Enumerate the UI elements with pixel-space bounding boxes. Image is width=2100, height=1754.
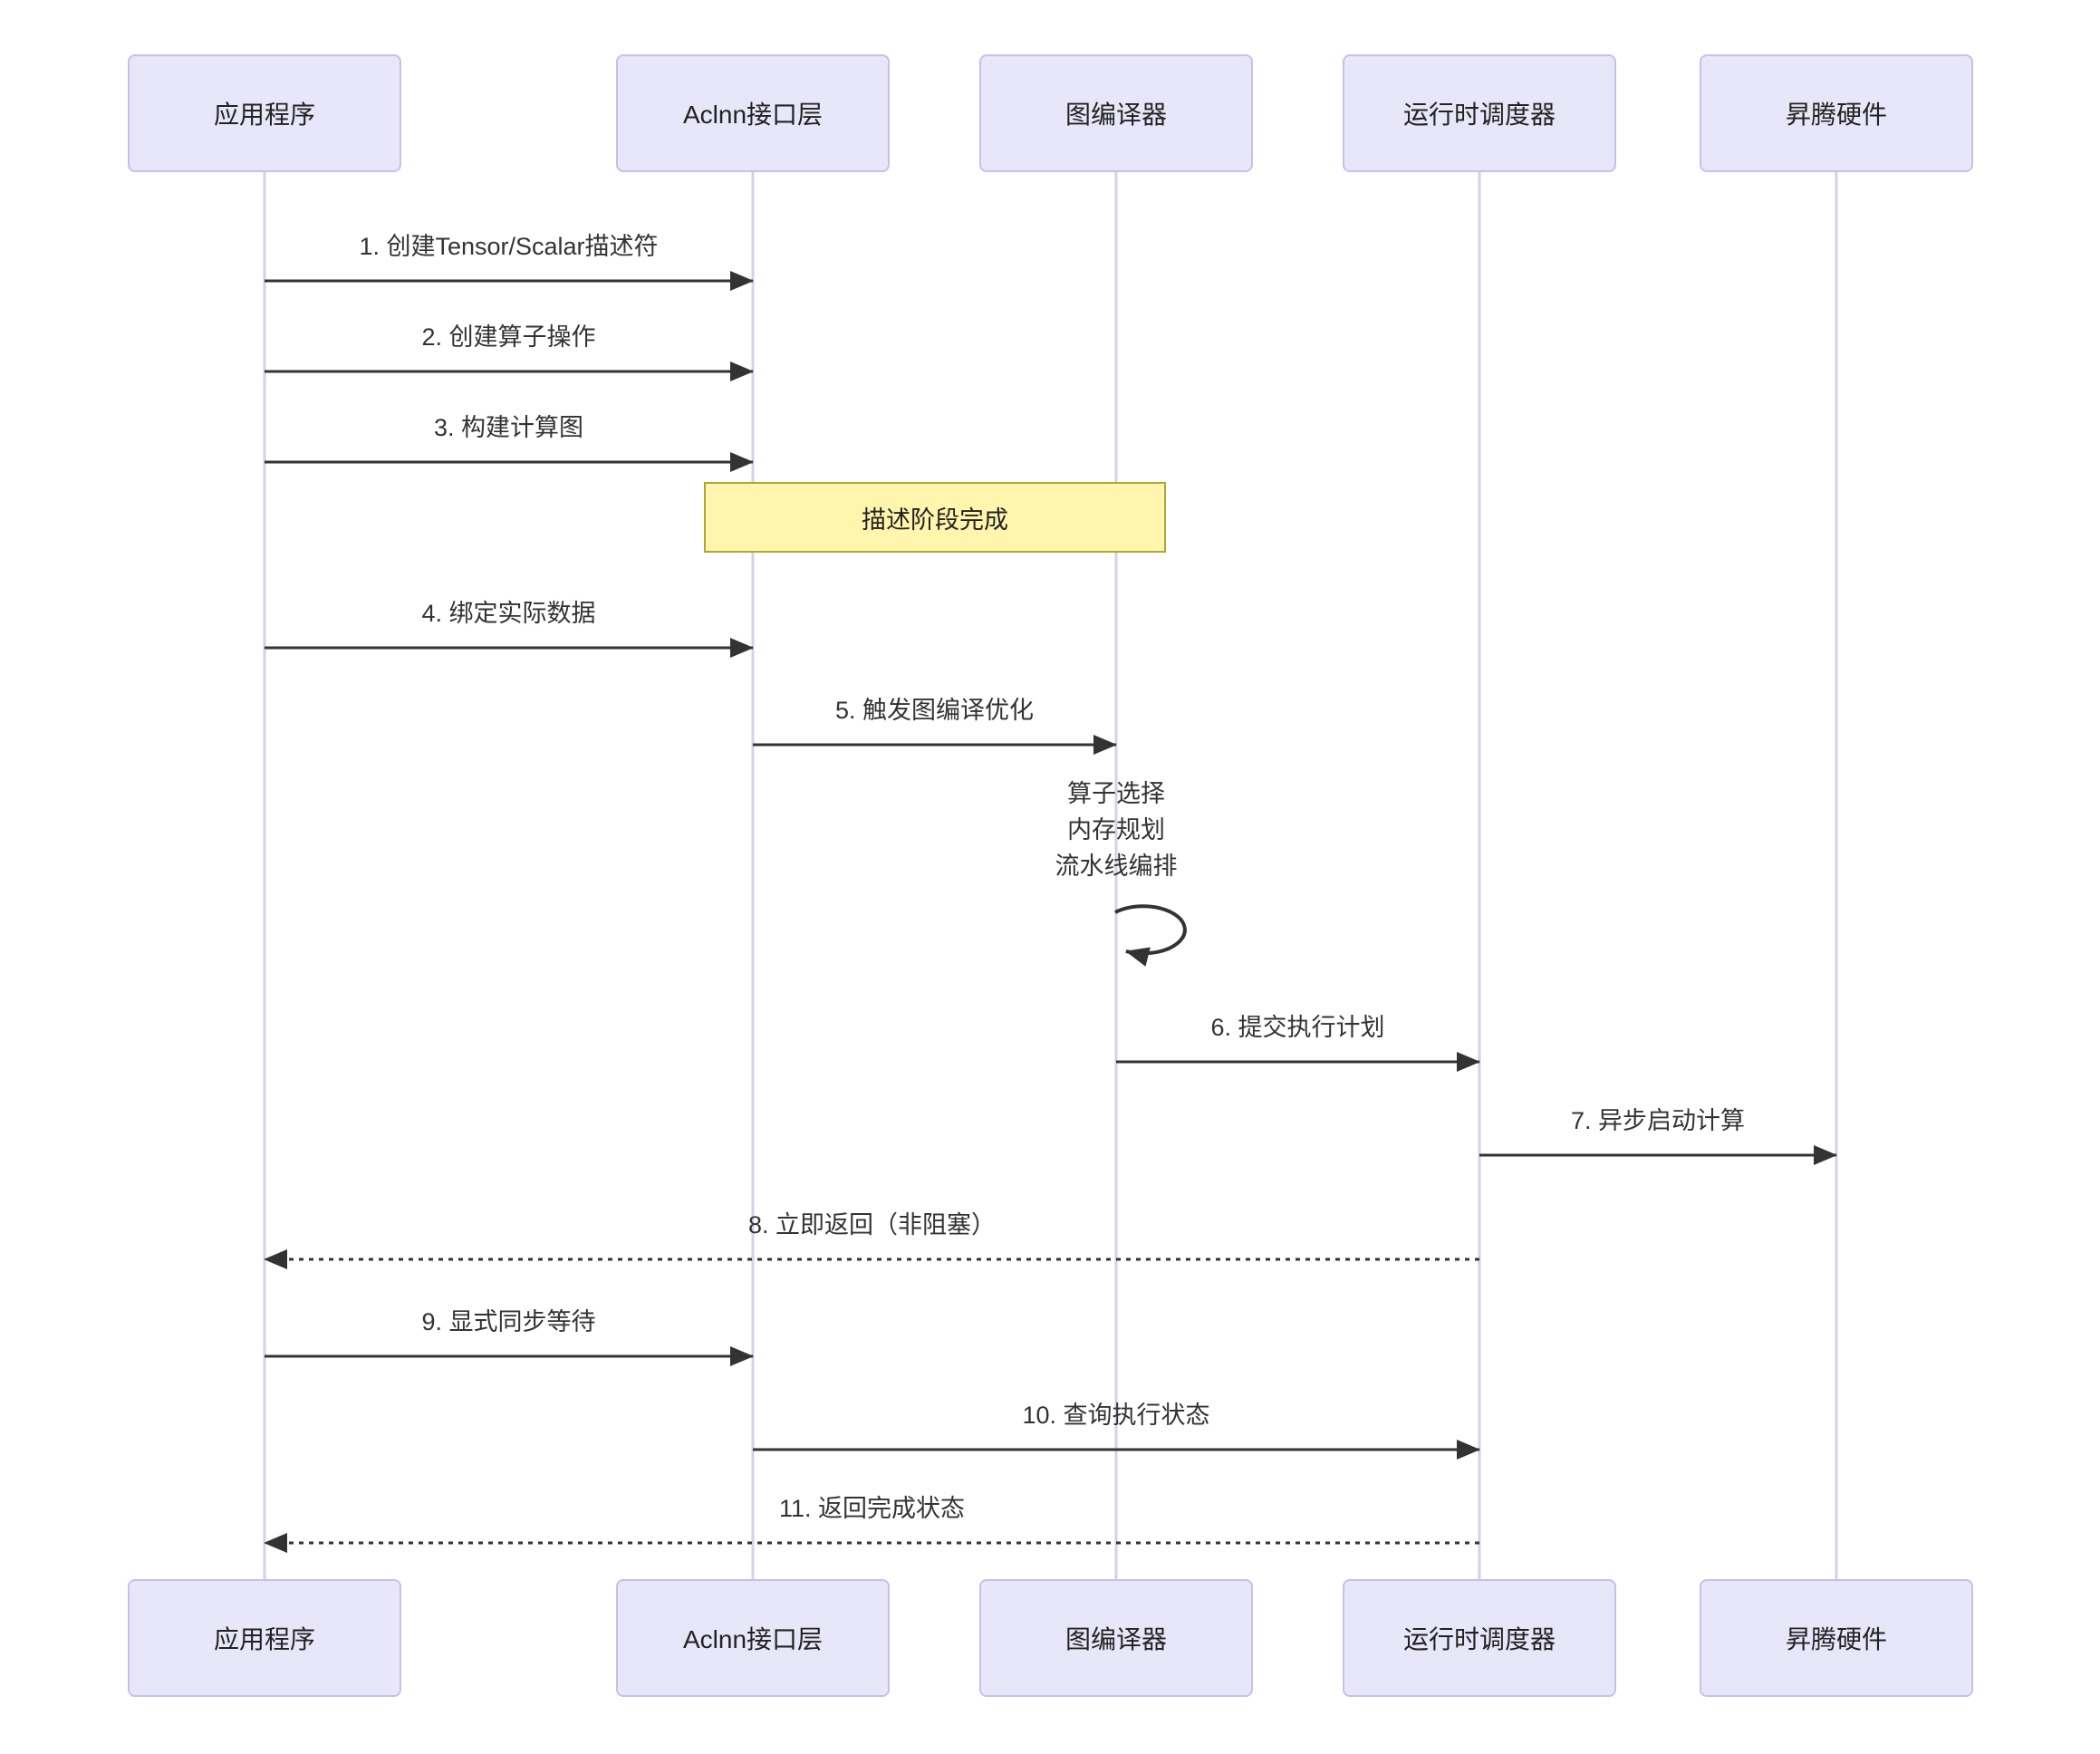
message-label-1: 1. 创建Tensor/Scalar描述符 bbox=[359, 233, 659, 260]
participant-aclnn-bottom: Aclnn接口层 bbox=[616, 1579, 890, 1697]
participant-hardware-top: 昇腾硬件 bbox=[1700, 54, 1973, 172]
message-label-10: 10. 查询执行状态 bbox=[1022, 1402, 1210, 1429]
participant-compiler-bottom: 图编译器 bbox=[979, 1579, 1253, 1697]
self-loop-arrow bbox=[1114, 904, 1187, 967]
message-label-2: 2. 创建算子操作 bbox=[421, 323, 596, 351]
message-label-11: 11. 返回完成状态 bbox=[778, 1495, 966, 1522]
participant-app-top: 应用程序 bbox=[128, 54, 401, 172]
note-describe-phase-complete: 描述阶段完成 bbox=[704, 482, 1166, 553]
message-label-5: 5. 触发图编译优化 bbox=[834, 697, 1035, 724]
message-arrows-group bbox=[264, 271, 1837, 1553]
participant-compiler-top: 图编译器 bbox=[979, 54, 1253, 172]
self-action-text: 算子选择 内存规划 流水线编排 bbox=[935, 776, 1297, 884]
message-label-3: 3. 构建计算图 bbox=[433, 414, 584, 441]
self-action-line: 流水线编排 bbox=[1055, 853, 1178, 880]
message-label-4: 4. 绑定实际数据 bbox=[421, 600, 596, 627]
message-label-9: 9. 显式同步等待 bbox=[421, 1308, 596, 1335]
participant-app-bottom: 应用程序 bbox=[128, 1579, 401, 1697]
message-label-6: 6. 提交执行计划 bbox=[1210, 1014, 1385, 1041]
message-label-8: 8. 立即返回（非阻塞） bbox=[747, 1211, 997, 1238]
participant-scheduler-bottom: 运行时调度器 bbox=[1343, 1579, 1616, 1697]
self-action-line: 内存规划 bbox=[1067, 816, 1165, 843]
message-label-7: 7. 异步启动计算 bbox=[1570, 1107, 1746, 1134]
participant-aclnn-top: Aclnn接口层 bbox=[616, 54, 890, 172]
lifelines-group bbox=[263, 172, 1838, 1579]
participant-scheduler-top: 运行时调度器 bbox=[1343, 54, 1616, 172]
participant-hardware-bottom: 昇腾硬件 bbox=[1700, 1579, 1973, 1697]
self-action-line: 算子选择 bbox=[1067, 780, 1165, 807]
